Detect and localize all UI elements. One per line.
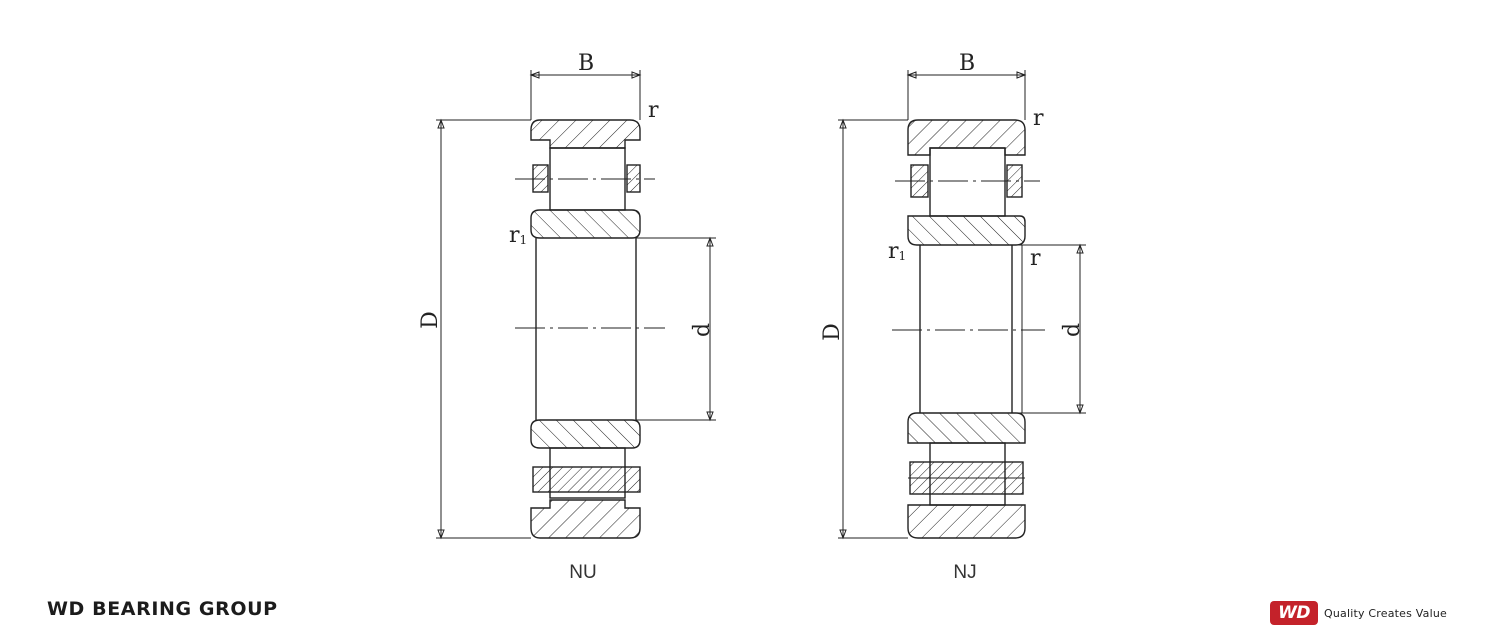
nj-label-r-inner: r [1030, 246, 1041, 271]
nu-label-r: r [648, 98, 659, 123]
nj-bottom-outer-ring [907, 504, 1026, 539]
nj-bottom-inner-ring [907, 412, 1026, 444]
nu-bottom-cage [532, 466, 641, 493]
nu-label-d-bore: d [690, 323, 715, 337]
logo-badge: WD [1270, 601, 1318, 625]
nj-top-inner-ring [907, 215, 1026, 246]
nu-top-outer-ring [530, 119, 641, 149]
slogan: Quality Creates Value [1324, 606, 1447, 620]
nj-caption: NJ [953, 562, 976, 583]
bearing-nu: B r r1 D d NU [418, 51, 716, 583]
nj-top-roller [929, 147, 1006, 217]
nj-label-d-outer: D [820, 323, 845, 341]
nu-caption: NU [569, 562, 596, 583]
nu-top-inner-ring [530, 209, 641, 239]
nu-bottom-outer-ring [530, 499, 641, 539]
nu-label-r1: r1 [509, 223, 527, 248]
nu-label-b: B [578, 51, 594, 76]
nj-label-r1: r1 [888, 239, 906, 264]
nj-label-b: B [959, 51, 975, 76]
nj-top-outer-ring [907, 119, 1026, 156]
nu-bottom-inner-ring [530, 419, 641, 449]
company-logo: WD Quality Creates Value [1270, 600, 1447, 626]
nj-label-r: r [1033, 106, 1044, 131]
nj-label-d-bore: d [1060, 323, 1085, 337]
bearing-nj: B r r1 r D d NJ [820, 51, 1086, 583]
nu-label-d-outer: D [418, 311, 443, 329]
company-name: WD BEARING GROUP [47, 598, 278, 620]
